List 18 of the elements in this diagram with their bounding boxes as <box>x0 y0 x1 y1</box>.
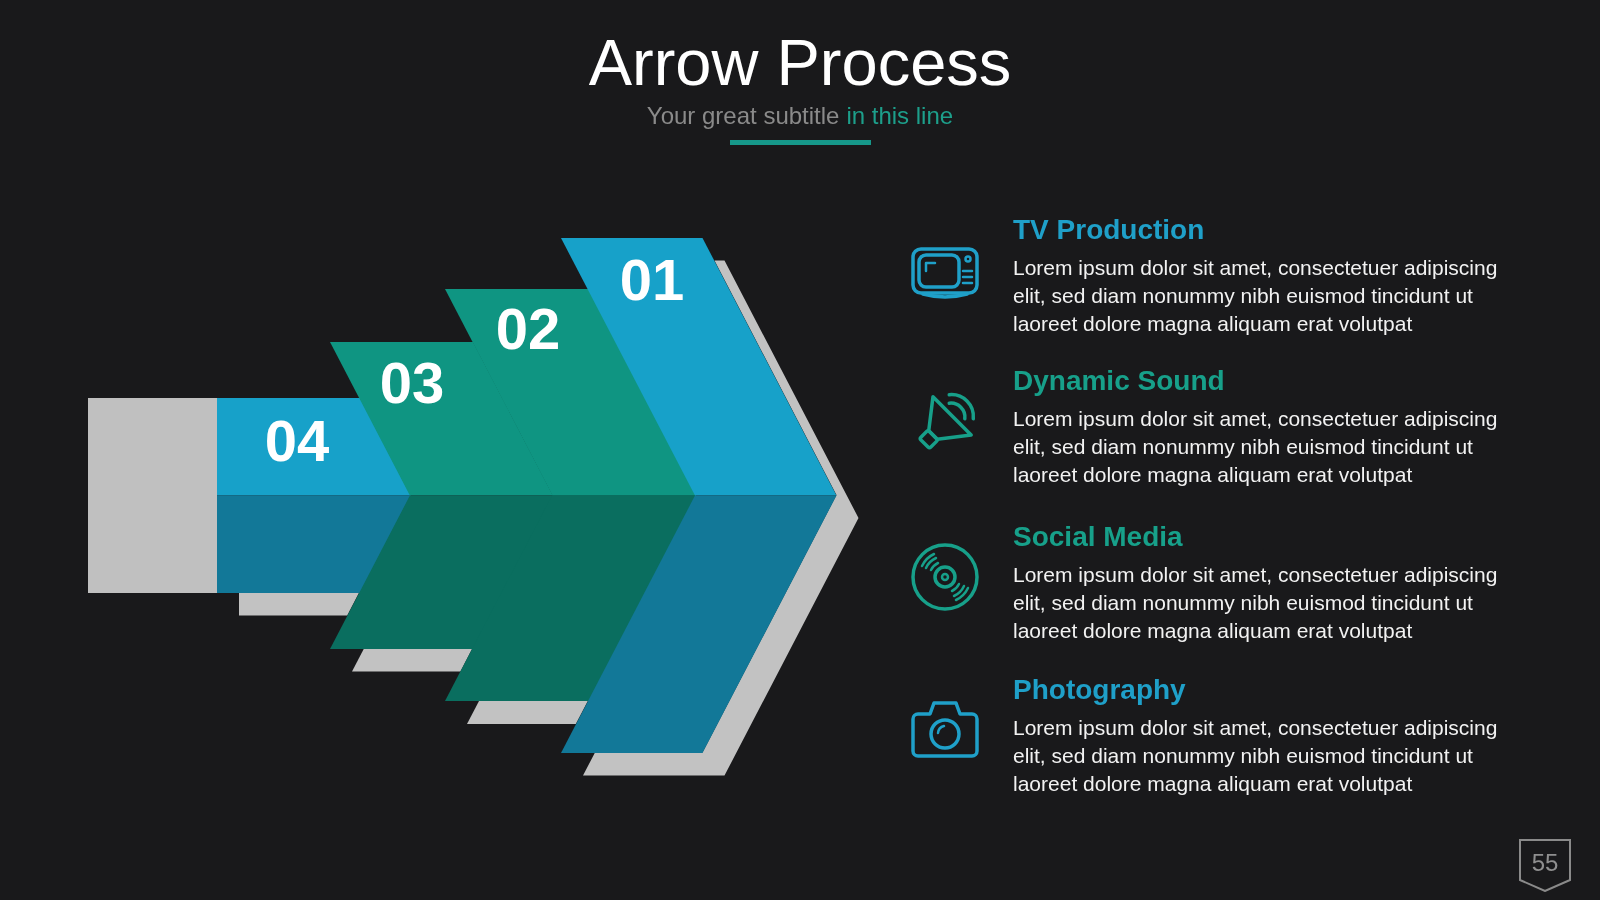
section-heading: TV Production <box>1013 214 1206 246</box>
page-number: 55 <box>1531 850 1559 875</box>
section-heading: Social Media <box>1013 521 1184 553</box>
body-text: Lorem ipsum dolor sit amet, consectetuer adipiscing elit, sed diam nonummy nibh euismod tincidunt ut laoreet dolore magna aliquam erat volutpat <box>1013 715 1499 797</box>
body-text: Lorem ipsum dolor sit amet, consectetuer adipiscing elit, sed diam nonummy nibh euismod tincidunt ut laoreet dolore magna aliquam erat volutpat <box>1013 406 1499 488</box>
step-number: 01 <box>619 250 685 309</box>
step-number: 03 <box>379 353 445 412</box>
slide-title: Arrow Process <box>588 30 1012 95</box>
subtitle-highlight: in this line <box>846 104 954 128</box>
step-number: 02 <box>495 300 561 358</box>
body-text: Lorem ipsum dolor sit amet, consectetuer adipiscing elit, sed diam nonummy nibh euismod tincidunt ut laoreet dolore magna aliquam erat volutpat <box>1013 562 1499 644</box>
body-text: Lorem ipsum dolor sit amet, consectetuer adipiscing elit, sed diam nonummy nibh euismod tincidunt ut laoreet dolore magna aliquam erat volutpat <box>1013 255 1499 337</box>
step-number: 04 <box>264 411 330 470</box>
section-heading: Dynamic Sound <box>1013 365 1226 397</box>
chevron-block <box>561 237 837 753</box>
subtitle-text: Your great subtitle <box>646 104 840 128</box>
page-number-shield <box>1519 839 1571 892</box>
section-heading: Photography <box>1013 674 1187 706</box>
